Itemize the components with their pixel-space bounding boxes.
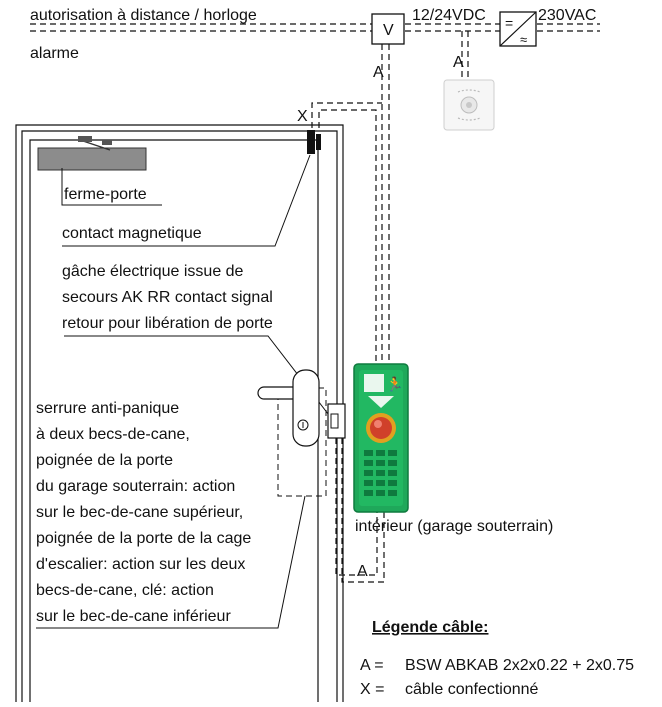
lock-line-7: d'escalier: action sur les deux <box>36 556 245 573</box>
lock-leader-line <box>36 495 306 629</box>
cable-a-strike <box>335 438 385 583</box>
remote-authorisation-label: autorisation à distance / horloge <box>30 7 257 24</box>
lock-line-6: poignée de la porte de la cage <box>36 530 251 547</box>
door-closer <box>37 136 147 171</box>
strike-line-2: secours AK RR contact signal <box>62 289 273 306</box>
lock-line-2: à deux becs-de-cane, <box>36 426 190 443</box>
exit-door-icon <box>364 374 384 392</box>
lock-line-9: sur le bec-de-cane inférieur <box>36 608 231 625</box>
cable-mark-a3: A <box>357 563 368 580</box>
voltage-230vac-label: 230VAC <box>538 7 596 24</box>
cable-mark-a2: A <box>453 54 464 71</box>
voltage-12-24vdc-label: 12/24VDC <box>412 7 486 24</box>
cable-legend: Légende câble: A = BSW ABKAB 2x2x0.22 + … <box>360 619 634 698</box>
v-relay-box: V <box>371 13 405 45</box>
lock-line-3: poignée de la porte <box>36 452 173 469</box>
legend-value-a: BSW ABKAB 2x2x0.22 + 2x0.75 <box>405 657 634 674</box>
power-supply-box: = ≈ <box>499 11 537 47</box>
keypad <box>364 450 397 496</box>
cable-a-main <box>381 44 390 366</box>
lock-label: serrure anti-panique à deux becs-de-cane… <box>36 400 251 625</box>
lock-line-1: serrure anti-panique <box>36 400 179 417</box>
release-button-red <box>370 417 392 439</box>
strike-line-3: retour pour libération de porte <box>62 315 273 332</box>
remote-timer-device <box>443 79 495 131</box>
lock-line-8: becs-de-cane, clé: action <box>36 582 214 599</box>
magnetic-contact-label: contact magnetique <box>62 225 202 242</box>
cable-x <box>311 102 382 366</box>
running-man-icon: 🏃 <box>386 376 403 392</box>
psu-ac-symbol: ≈ <box>520 32 527 47</box>
legend-key-a: A = <box>360 657 384 674</box>
door-handle <box>257 369 320 447</box>
cable-a-remote <box>461 31 469 80</box>
v-box-label: V <box>383 22 394 39</box>
legend-title: Légende câble: <box>372 619 488 636</box>
alarm-label: alarme <box>30 45 79 62</box>
strike-label: gâche électrique issue de secours AK RR … <box>62 263 273 332</box>
closer-label: ferme-porte <box>64 186 147 203</box>
electric-strike <box>327 403 346 439</box>
psu-dc-symbol: = <box>505 15 513 31</box>
lock-line-4: du garage souterrain: action <box>36 478 235 495</box>
strike-line-1: gâche électrique issue de <box>62 263 244 280</box>
legend-value-x: câble confectionné <box>405 681 539 698</box>
cable-mark-a1: A <box>373 64 384 81</box>
magnetic-contact <box>307 130 321 154</box>
emergency-release-terminal: 🏃 <box>353 363 409 513</box>
lock-line-5: sur le bec-de-cane supérieur, <box>36 504 243 521</box>
cable-mark-x: X <box>297 108 308 125</box>
top-signal-lines <box>30 23 600 32</box>
arrow-down-icon <box>368 396 394 408</box>
legend-key-x: X = <box>360 681 384 698</box>
closer-leader-line <box>61 168 162 206</box>
magnetic-leader-line <box>62 154 311 247</box>
terminal-location-label: intérieur (garage souterrain) <box>355 518 553 535</box>
